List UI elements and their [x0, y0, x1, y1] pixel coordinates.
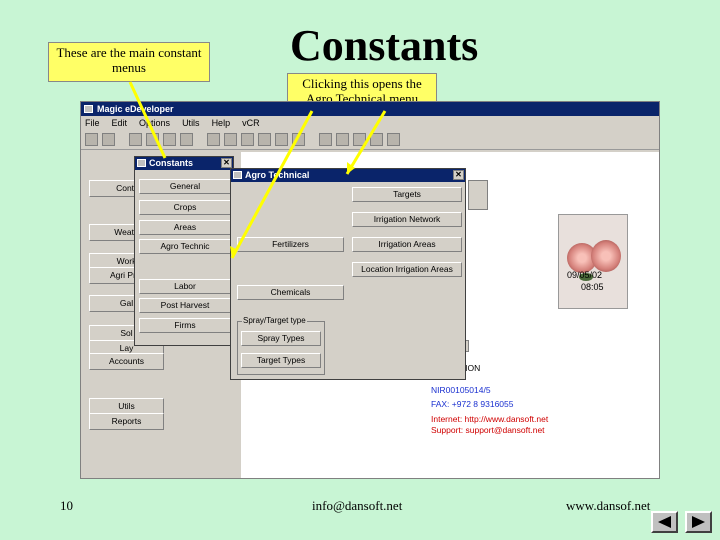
toolbar-button-icon[interactable]	[275, 133, 288, 146]
toolbar-button-icon[interactable]	[102, 133, 115, 146]
toolbar-button-icon[interactable]	[85, 133, 98, 146]
close-icon[interactable]: ✕	[221, 158, 232, 168]
arrow-head	[230, 246, 238, 258]
toolbar	[81, 130, 659, 150]
side-panel-button[interactable]	[468, 180, 488, 210]
agro-button-fertilizers[interactable]: Fertilizers	[237, 237, 344, 252]
group-button-target-types[interactable]: Target Types	[241, 353, 321, 368]
toolbar-button-icon[interactable]	[336, 133, 349, 146]
toolbar-button-icon[interactable]	[258, 133, 271, 146]
contact-support-link[interactable]: Support: support@dansoft.net	[431, 425, 545, 435]
slide-number: 10	[60, 498, 73, 513]
menu-vcr[interactable]: vCR	[242, 118, 260, 128]
agro-button-chemicals[interactable]: Chemicals	[237, 285, 344, 300]
toolbar-button-icon[interactable]	[370, 133, 383, 146]
contact-website-link[interactable]: Internet: http://www.dansoft.net	[431, 414, 549, 424]
footer-website: www.dansof.net	[566, 498, 651, 513]
constants-button-areas[interactable]: Areas	[139, 220, 231, 235]
menu-file[interactable]: File	[85, 118, 100, 128]
toolbar-button-icon[interactable]	[319, 133, 332, 146]
rose-shape	[591, 240, 621, 272]
menu-options[interactable]: Options	[139, 118, 171, 128]
toolbar-button-icon[interactable]	[353, 133, 366, 146]
agro-button-targets[interactable]: Targets	[352, 187, 462, 202]
roses-image	[558, 214, 628, 309]
menu-help[interactable]: Help	[211, 118, 231, 128]
spray-target-group-label: Spray/Target type	[242, 316, 307, 325]
arrow-head	[347, 162, 355, 174]
toolbar-button-icon[interactable]	[207, 133, 220, 146]
callout-main-menus: These are the main constant menus	[48, 42, 210, 82]
menu-edit[interactable]: Edit	[111, 118, 128, 128]
arrow-to-constants	[128, 81, 167, 159]
constants-titlebar: Constants ✕	[135, 157, 233, 170]
window-icon	[233, 171, 242, 179]
close-icon[interactable]: ✕	[453, 170, 464, 180]
agro-button-location-irrigation-areas[interactable]: Location Irrigation Areas	[352, 262, 462, 277]
app-titlebar: Magic eDeveloper	[81, 102, 659, 116]
nav-next-button[interactable]	[685, 511, 712, 533]
app-title: Magic eDeveloper	[97, 104, 174, 114]
contact-fax: FAX: +972 8 9316055	[431, 399, 514, 409]
constants-button-crops[interactable]: Crops	[139, 200, 231, 215]
toolbar-button-icon[interactable]	[180, 133, 193, 146]
constants-button-post-harvest[interactable]: Post Harvest	[139, 298, 231, 313]
toolbar-button-icon[interactable]	[387, 133, 400, 146]
group-button-spray-types[interactable]: Spray Types	[241, 331, 321, 346]
date-display: 09/05/02	[567, 270, 603, 280]
footer-email: info@dansoft.net	[312, 498, 403, 513]
contact-line: DION	[459, 363, 481, 373]
toolbar-button-icon[interactable]	[241, 133, 254, 146]
window-icon	[137, 159, 146, 167]
agro-button-irrigation-network[interactable]: Irrigation Network	[352, 212, 462, 227]
menu-utils[interactable]: Utils	[182, 118, 200, 128]
nav-previous-button[interactable]	[651, 511, 678, 533]
previous-icon	[658, 516, 671, 528]
main-button-accounts[interactable]: Accounts	[89, 353, 164, 370]
leaf-shape	[579, 273, 593, 281]
agro-button-irrigation-areas[interactable]: Irrigation Areas	[352, 237, 462, 252]
slide-title: Constants	[290, 21, 479, 70]
contact-line: NIR00105014/5	[431, 385, 491, 395]
main-button-reports[interactable]: Reports	[89, 413, 164, 430]
toolbar-button-icon[interactable]	[224, 133, 237, 146]
next-icon	[692, 516, 705, 528]
arrow-to-agro-technic	[230, 110, 314, 259]
agro-technical-window: Agro Technical ✕ Targets Irrigation Netw…	[230, 168, 466, 380]
app-icon	[84, 105, 93, 113]
time-display: 08:05	[581, 282, 604, 292]
toolbar-button-icon[interactable]	[129, 133, 142, 146]
toolbar-button-icon[interactable]	[163, 133, 176, 146]
constants-window: Constants ✕ General Crops Areas Agro Tec…	[134, 156, 234, 346]
menubar: File Edit Options Utils Help vCR	[81, 116, 659, 130]
spray-target-group: Spray/Target type Spray Types Target Typ…	[237, 316, 325, 375]
arrow-to-agro-window	[345, 110, 387, 175]
constants-title: Constants	[149, 158, 194, 168]
